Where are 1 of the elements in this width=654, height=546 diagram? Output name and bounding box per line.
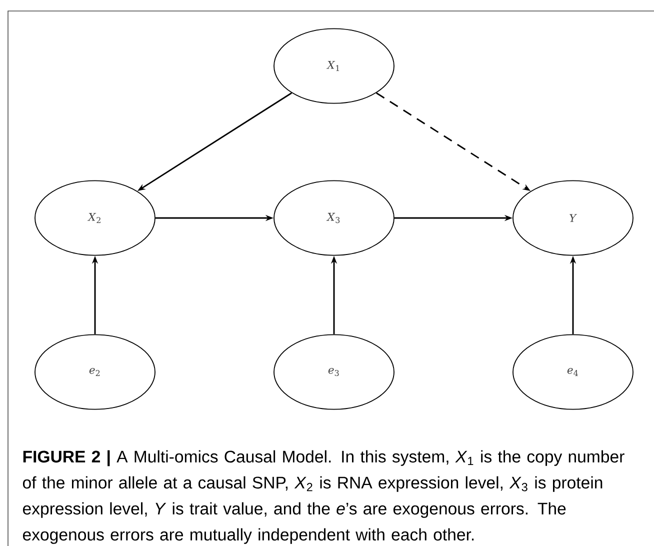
caption: FIGURE 2 | A Multi-omics Causal Model. In this system, X$_{1}$ is the copy number of the minor allele at a causal SNP, X$_{2}$ is RNA expression level, X$_{3}$ is protein expression level, Y is trait value, and the e’s are exogenous errors. The exogenous errors are mutually independent with each other. <box>22 450 624 544</box>
